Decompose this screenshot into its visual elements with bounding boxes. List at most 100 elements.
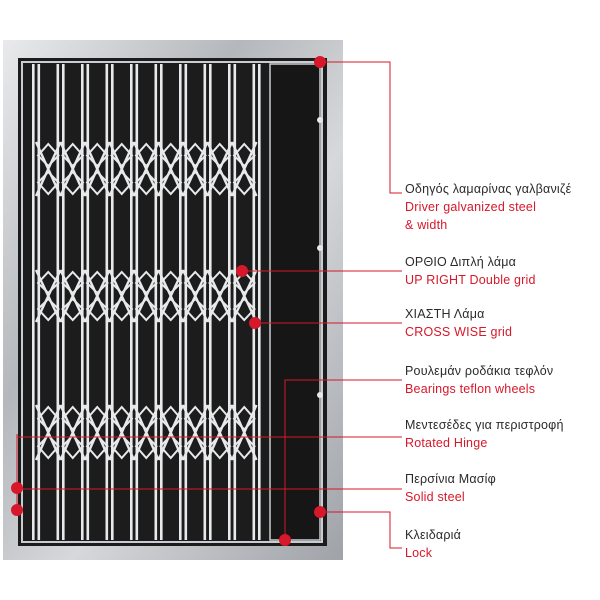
callout-dot	[11, 504, 23, 516]
lattice-diamond	[110, 170, 134, 196]
callout-bearings-english: Bearings teflon wheels	[405, 382, 536, 396]
lattice-bar	[169, 141, 185, 197]
lattice-bar	[144, 141, 160, 197]
lattice-diamond	[85, 170, 109, 196]
lattice-bar	[218, 404, 234, 461]
lattice-diamond	[110, 270, 134, 295]
callout-upright-grid: ΟΡΘΙΟ Διπλή λάμα UP RIGHT Double grid	[405, 253, 597, 289]
lattice-bar	[193, 269, 209, 323]
lattice-diamond	[85, 142, 109, 168]
lattice-diamond	[110, 434, 134, 460]
upright-bar	[154, 64, 158, 540]
lattice-diamond	[110, 142, 134, 168]
lattice-bar	[242, 269, 258, 323]
lattice-diamond	[85, 297, 109, 322]
callout-lock: Κλειδαριά Lock	[405, 526, 597, 562]
lattice-bar	[242, 404, 258, 461]
callout-guide-rail-english-2: & width	[405, 218, 448, 232]
lattice-bar	[120, 269, 136, 323]
crosswise-lattice	[34, 141, 258, 461]
lattice-bar	[169, 404, 185, 461]
lattice-diamond	[61, 434, 85, 460]
lattice-diamond	[134, 142, 158, 168]
lattice-diamond	[159, 405, 183, 431]
callout-lock-greek: Κλειδαριά	[405, 528, 462, 542]
callout-line-lock	[320, 511, 402, 549]
lattice-bar	[218, 269, 234, 323]
callout-dot	[11, 482, 23, 494]
lattice-diamond	[134, 405, 158, 431]
callout-upright-grid-english: UP RIGHT Double grid	[405, 273, 536, 287]
callout-rotated-hinge-english: Rotated Hinge	[405, 436, 488, 450]
lattice-diamond	[61, 142, 85, 168]
lattice-diamond	[232, 142, 256, 168]
lattice-diamond	[85, 434, 109, 460]
callout-crosswise-grid: ΧΙΑΣΤΗ Λάμα CROSS WISE grid	[405, 305, 597, 341]
lattice-diamond	[183, 434, 207, 460]
lattice-diamond	[159, 297, 183, 322]
lattice-diamond	[36, 405, 60, 431]
upright-bar	[179, 64, 182, 540]
lattice-diamond	[36, 270, 60, 295]
lattice-diamond	[36, 297, 60, 322]
lattice-bar	[71, 269, 87, 323]
upright-bar	[233, 64, 237, 540]
upright-bars	[32, 64, 261, 540]
upright-bar	[160, 64, 163, 540]
lattice-diamond	[134, 270, 158, 295]
lattice-diamond	[183, 170, 207, 196]
lattice-diamond	[232, 405, 256, 431]
lattice-bar	[120, 141, 136, 197]
callout-crosswise-grid-greek: ΧΙΑΣΤΗ Λάμα	[405, 307, 485, 321]
lattice-diamond	[183, 142, 207, 168]
upright-bar	[86, 64, 90, 540]
lattice-diamond	[159, 270, 183, 295]
lattice-bar	[120, 404, 136, 461]
lattice-diamond	[208, 297, 232, 322]
lattice-bar	[95, 404, 111, 461]
upright-bar	[130, 64, 133, 540]
lattice-diamond	[61, 270, 85, 295]
upright-bar	[32, 64, 35, 540]
lattice-bar	[218, 141, 234, 197]
callout-bearings-greek: Ρουλεμάν ροδάκια τεφλόν	[405, 364, 554, 378]
lattice-diamond	[61, 297, 85, 322]
callout-rotated-hinge: Μεντεσέδες για περιστροφή Rotated Hinge	[405, 416, 597, 452]
lattice-diamond	[183, 405, 207, 431]
callout-solid-steel: Περσίνια Μασίφ Solid steel	[405, 470, 597, 506]
lattice-bar	[193, 404, 209, 461]
callout-dot	[236, 265, 248, 277]
lattice-diamond	[85, 270, 109, 295]
callout-line-guide-rail	[320, 61, 402, 194]
callout-solid-steel-greek: Περσίνια Μασίφ	[405, 472, 496, 486]
lattice-diamond	[134, 434, 158, 460]
lattice-diamond	[159, 434, 183, 460]
lattice-diamond	[61, 405, 85, 431]
lattice-bar	[46, 269, 62, 323]
lattice-diamond	[110, 405, 134, 431]
callout-lines	[16, 61, 402, 549]
lattice-diamond	[159, 142, 183, 168]
bearing-nubs	[317, 117, 323, 398]
upright-bar	[252, 64, 256, 540]
lattice-diamond	[110, 297, 134, 322]
callout-bearings: Ρουλεμάν ροδάκια τεφλόν Bearings teflon …	[405, 362, 597, 398]
lattice-bar	[46, 141, 62, 197]
lattice-diamond	[134, 297, 158, 322]
lattice-diamond	[36, 170, 60, 196]
upright-bar	[37, 64, 41, 540]
lattice-diamond	[208, 142, 232, 168]
callout-guide-rail-greek: Οδηγός λαμαρίνας γαλβανιζέ	[405, 182, 572, 196]
callout-line-bearings	[284, 379, 402, 540]
lattice-diamond	[232, 270, 256, 295]
upright-bar	[62, 64, 65, 540]
lattice-diamond	[232, 170, 256, 196]
upright-bar	[184, 64, 188, 540]
lattice-diamond	[208, 405, 232, 431]
callout-dot	[314, 56, 326, 68]
lattice-diamond	[232, 434, 256, 460]
upright-bar	[111, 64, 114, 540]
callout-upright-grid-greek: ΟΡΘΙΟ Διπλή λάμα	[405, 255, 517, 269]
upright-bar	[228, 64, 231, 540]
